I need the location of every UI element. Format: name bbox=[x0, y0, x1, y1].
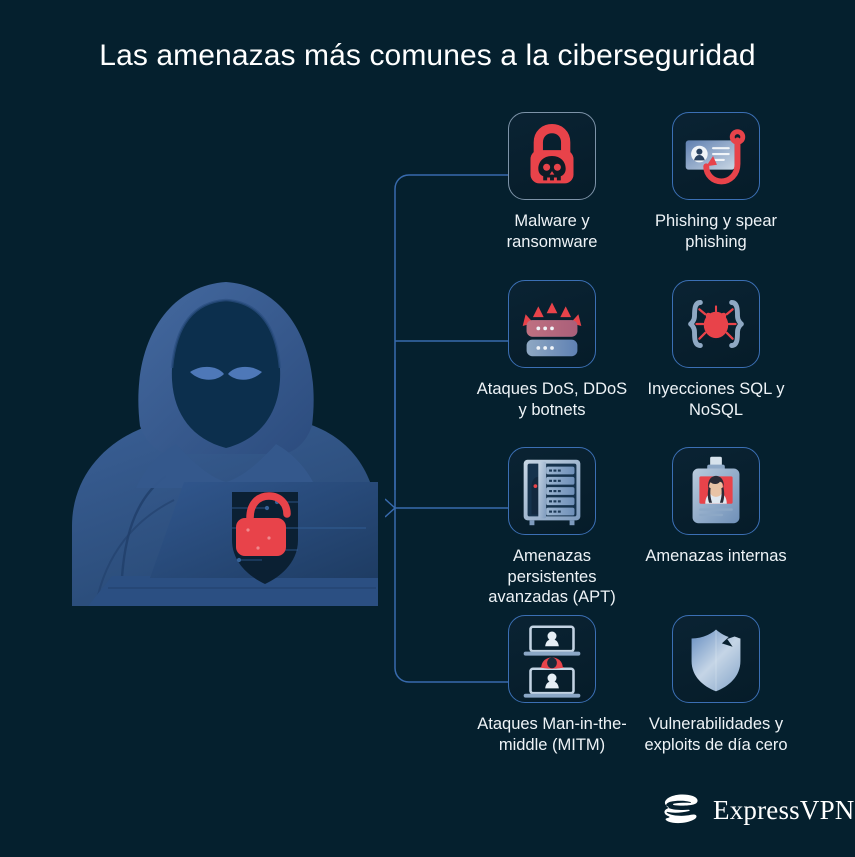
two-laptops-interceptor-icon bbox=[523, 625, 581, 698]
threat-item-malware[interactable]: Malware y ransomware bbox=[470, 112, 634, 252]
open-padlock-body bbox=[236, 518, 286, 556]
id-card-fish-hook-icon bbox=[685, 129, 746, 185]
threat-label-mitm: Ataques Man-in-the-middle (MITM) bbox=[477, 715, 627, 754]
threat-card-insider[interactable] bbox=[672, 447, 760, 535]
threat-item-sql-injection[interactable]: Inyecciones SQL y NoSQL bbox=[634, 280, 798, 420]
brand-name: ExpressVPN bbox=[713, 795, 855, 825]
threat-label-dos: Ataques DoS, DDoS y botnets bbox=[476, 380, 628, 419]
threat-item-insider[interactable]: Amenazas internas bbox=[634, 447, 798, 567]
threat-item-dos[interactable]: Ataques DoS, DDoS y botnets bbox=[470, 280, 634, 420]
threat-card-dos[interactable] bbox=[508, 280, 596, 368]
threat-item-phishing[interactable]: Phishing y spear phishing bbox=[634, 112, 798, 252]
broken-shield-icon bbox=[691, 629, 741, 692]
hacker-eye-left bbox=[190, 366, 224, 380]
threat-card-phishing[interactable] bbox=[672, 112, 760, 200]
threat-card-apt[interactable] bbox=[508, 447, 596, 535]
threat-label-apt: Amenazas persistentes avanzadas (APT) bbox=[488, 547, 616, 606]
threat-item-zero-day[interactable]: Vulnerabilidades y exploits de día cero bbox=[634, 615, 798, 755]
threat-label-zero-day: Vulnerabilidades y exploits de día cero bbox=[644, 715, 788, 754]
hooded-hacker-illustration bbox=[26, 136, 426, 606]
padlock-skull-icon bbox=[530, 123, 574, 184]
page-title: Las amenazas más comunes a la cibersegur… bbox=[99, 39, 756, 72]
threat-card-mitm[interactable] bbox=[508, 615, 596, 703]
threat-card-sql-injection[interactable] bbox=[672, 280, 760, 368]
threat-card-malware[interactable] bbox=[508, 112, 596, 200]
brand-logo[interactable]: ExpressVPN bbox=[664, 793, 855, 827]
threat-item-mitm[interactable]: Ataques Man-in-the-middle (MITM) bbox=[470, 615, 634, 755]
server-rack-intruder-icon bbox=[523, 459, 581, 526]
employee-id-badge-icon bbox=[692, 456, 740, 524]
server-attack-arrows-icon bbox=[522, 302, 582, 357]
threat-label-malware: Malware y ransomware bbox=[506, 212, 598, 251]
threat-item-apt[interactable]: Amenazas persistentes avanzadas (APT) bbox=[470, 447, 634, 608]
threat-grid: Malware y ransomware bbox=[470, 112, 830, 792]
hacker-eye-right bbox=[228, 366, 262, 380]
threat-label-sql-injection: Inyecciones SQL y NoSQL bbox=[647, 380, 785, 419]
threat-label-phishing: Phishing y spear phishing bbox=[655, 212, 777, 251]
open-padlock-shackle bbox=[246, 492, 291, 522]
code-braces-bug-icon bbox=[688, 300, 744, 348]
threat-label-insider: Amenazas internas bbox=[645, 547, 787, 565]
threat-card-zero-day[interactable] bbox=[672, 615, 760, 703]
expressvpn-e-mark-icon bbox=[664, 794, 698, 824]
